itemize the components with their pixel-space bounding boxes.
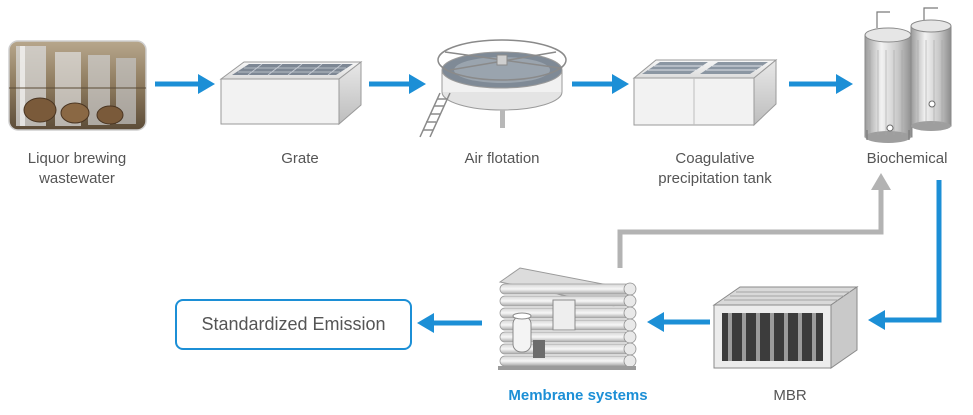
flow-arrow-mbr-membrane <box>647 312 710 332</box>
flow-arrow-coagulative-biochemical <box>789 74 853 94</box>
mbr-label-text: MBR <box>773 387 807 404</box>
flow-arrow-grate-flotation <box>369 74 426 94</box>
coagulative-label-line1: Coagulative <box>675 150 755 167</box>
wastewater-label-line1: Liquor brewing <box>27 150 127 167</box>
mbr-module-icon <box>712 286 859 369</box>
biochemical-towers-icon <box>864 7 952 143</box>
grate-label-text: Grate <box>281 150 319 167</box>
membrane-systems-label: Membrane systems <box>488 386 668 406</box>
flow-arrow-wastewater-grate <box>155 74 215 94</box>
grate-tank-icon <box>219 60 363 126</box>
grate-label: Grate <box>240 149 360 169</box>
return-arrow-membrane-biochemical <box>617 173 891 268</box>
biochemical-label-text: Biochemical <box>866 150 948 167</box>
flow-arrow-biochemical-mbr <box>868 180 942 330</box>
coagulative-label-line2: precipitation tank <box>658 170 772 187</box>
air-flotation-label: Air flotation <box>432 149 572 169</box>
standardized-emission-label: Standardized Emission <box>201 314 386 334</box>
flow-arrow-flotation-coagulative <box>572 74 629 94</box>
wastewater-label: Liquor brewing wastewater <box>2 149 152 189</box>
membrane-systems-label-text: Membrane systems <box>508 387 648 404</box>
precipitation-tank-icon <box>632 58 778 127</box>
coagulative-label: Coagulative precipitation tank <box>630 149 800 189</box>
brewery-tanks-photo <box>8 40 147 131</box>
flotation-tank-icon <box>419 39 567 138</box>
biochemical-label: Biochemical <box>847 149 967 169</box>
air-flotation-label-text: Air flotation <box>464 150 540 167</box>
mbr-label: MBR <box>745 386 835 406</box>
flow-arrow-membrane-emission <box>417 313 482 333</box>
standardized-emission-box: Standardized Emission <box>175 299 412 350</box>
wastewater-label-line2: wastewater <box>39 170 115 187</box>
membrane-system-icon <box>498 267 637 370</box>
